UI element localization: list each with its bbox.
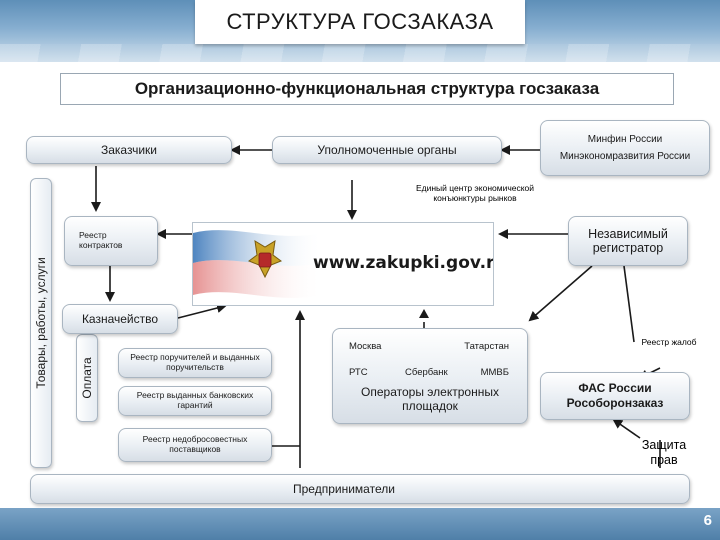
bar-payment: Оплата (76, 334, 98, 422)
node-operators: Москва Татарстан РТС Сбербанк ММВБ Опера… (332, 328, 528, 424)
page-number: 6 (703, 512, 712, 529)
slide-title: СТРУКТУРА ГОСЗАКАЗА (195, 0, 525, 44)
zakupki-banner[interactable]: www.zakupki.gov.ru (192, 222, 494, 306)
line-registrar-to-complaints (623, 265, 635, 343)
node-treasury: Казначейство (62, 304, 178, 334)
arrow-complaints-to-banner (528, 265, 593, 322)
node-contracts-registry: Реестр контрактов (64, 216, 158, 266)
node-independent-registrar: Независимый регистратор (568, 216, 688, 266)
slide-subtitle: Организационно-функциональная структура … (60, 73, 674, 105)
node-protection: Защита прав (641, 438, 687, 467)
node-complaints-registry: Реестр жалоб (641, 337, 697, 347)
banner-flag-graphic (193, 230, 323, 298)
banner-url[interactable]: www.zakupki.gov.ru (313, 253, 494, 273)
operator-tatarstan: Татарстан (464, 341, 509, 352)
arrow-protection-to-fas (612, 418, 641, 439)
operator-sberbank: Сбербанк (405, 367, 448, 378)
node-unfair-suppliers-registry: Реестр недобросовестных поставщиков (118, 428, 272, 462)
node-guarantors-registry: Реестр поручителей и выданных поручитель… (118, 348, 272, 378)
header-stripe (0, 44, 720, 62)
node-ministries: Минфин России Минэкономразвития России (540, 120, 710, 176)
node-authorized-bodies: Уполномоченные органы (272, 136, 502, 164)
node-customers: Заказчики (26, 136, 232, 164)
node-guarantees-registry: Реестр выданных банковских гарантий (118, 386, 272, 416)
arrow-treasury-to-banner (177, 303, 227, 319)
coat-of-arms-icon (247, 240, 283, 279)
operator-mmvb: ММВБ (480, 367, 509, 378)
bar-goods: Товары, работы, услуги (30, 178, 52, 468)
node-entrepreneurs: Предприниматели (30, 474, 690, 504)
operator-rts: РТС (349, 367, 368, 378)
operators-label: Операторы электронных площадок (361, 385, 499, 414)
node-fas: ФАС России Рособоронзаказ (540, 372, 690, 420)
operator-moscow: Москва (349, 341, 382, 352)
footer-band (0, 508, 720, 540)
node-center: Единый центр экономической конъюнктуры р… (415, 183, 535, 203)
